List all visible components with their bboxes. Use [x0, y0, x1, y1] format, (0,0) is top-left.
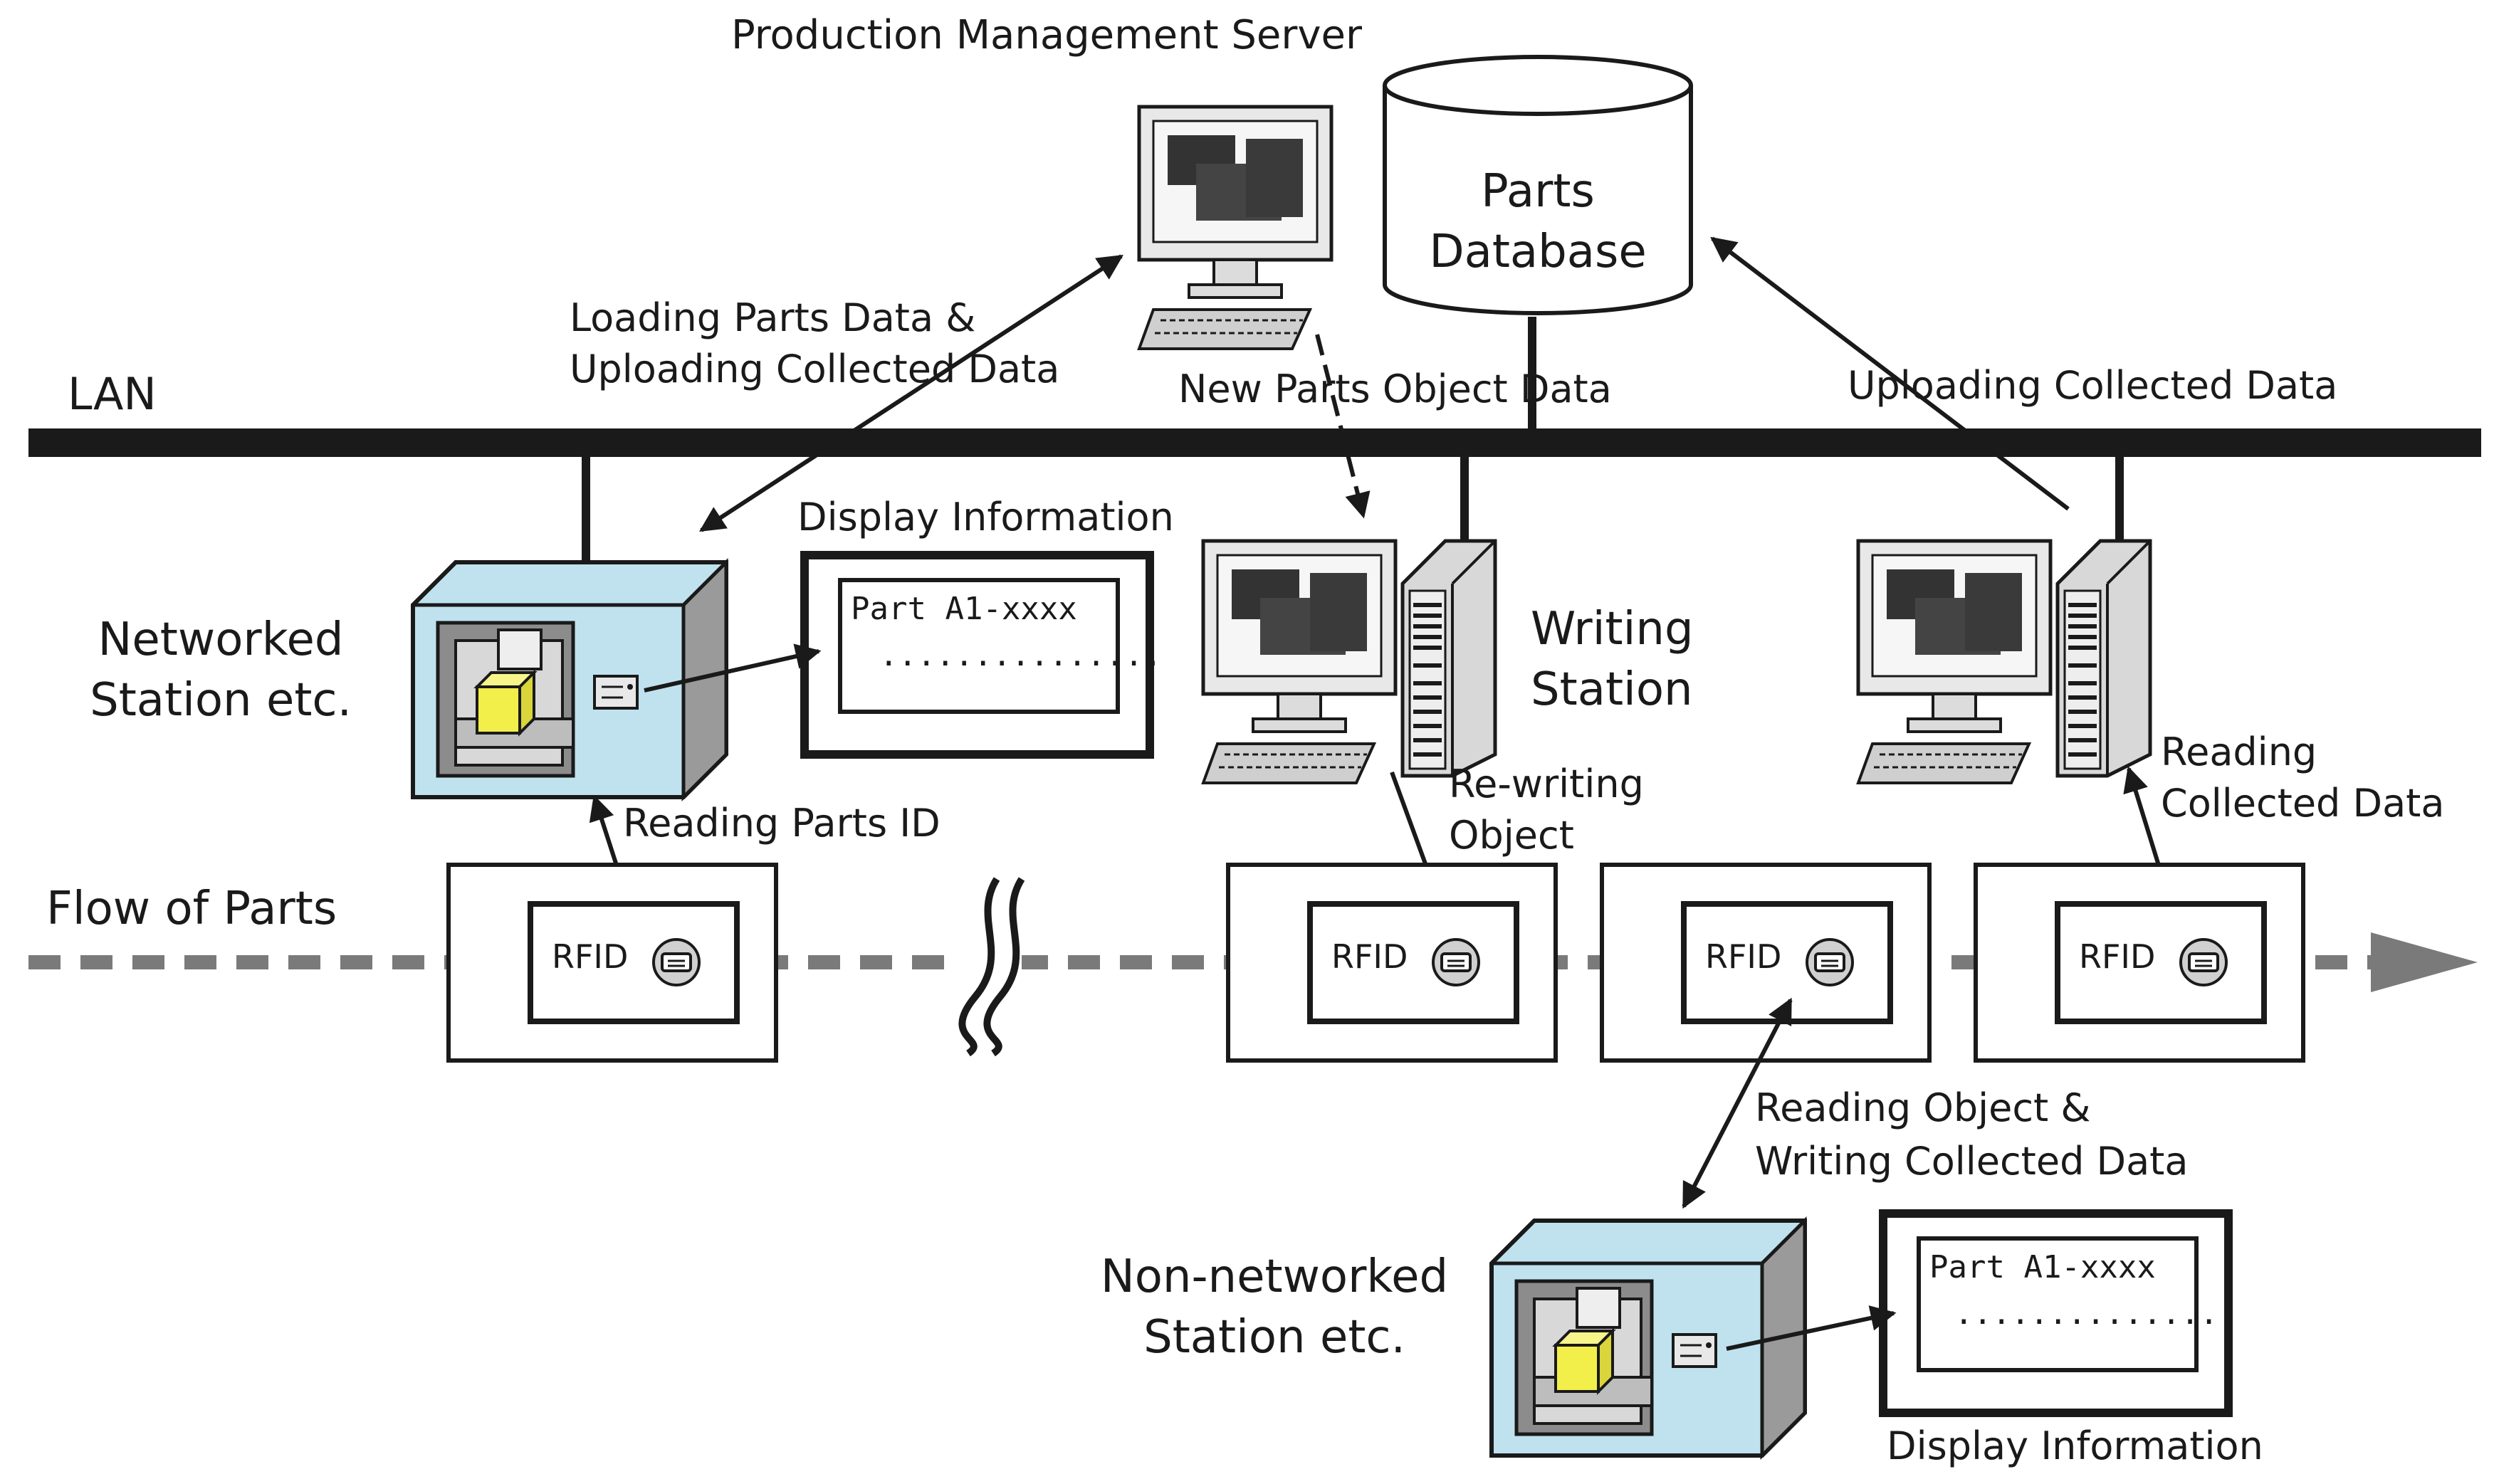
load-upload-arrow	[698, 254, 1124, 532]
reading-parts-id-label: Reading Parts ID	[623, 801, 941, 846]
db-label-line2: Database	[1429, 226, 1646, 278]
uploading-arrow	[1710, 236, 2070, 511]
writing-station-tower	[1403, 541, 1495, 776]
nonnet-display-line1: Part A1-xxxx	[1929, 1249, 2156, 1285]
rfid-tag-icon	[652, 938, 701, 986]
rewrite-label-line1: Re-writing	[1449, 762, 1644, 806]
networked-display: Part A1-xxxx ...............	[800, 551, 1162, 759]
flow-of-parts-label: Flow of Parts	[46, 883, 337, 935]
uploading-label: Uploading Collected Data	[1848, 363, 2337, 408]
networked-display-line2: ...............	[879, 637, 1162, 673]
nonnet-label-line1: Non-networked	[1101, 1251, 1448, 1303]
nonnet-label-line2: Station etc.	[1143, 1311, 1405, 1364]
server-computer-icon	[1139, 107, 1331, 349]
nonnet-arrow	[1682, 997, 1793, 1209]
part-box-3: RFID	[1600, 863, 1932, 1063]
nonnet-station-machine	[1492, 1221, 1805, 1456]
flow-break-symbol	[958, 875, 1025, 1057]
reading-station-computer	[1858, 541, 2050, 783]
reading-collected-label-line2: Collected Data	[2161, 781, 2444, 826]
parts-database: Parts Database	[1383, 55, 1693, 315]
networked-label-line2: Station etc.	[90, 674, 352, 727]
nonnet-display-arrow	[1726, 1305, 1897, 1351]
nonnet-display-line2: ...............	[1954, 1295, 2237, 1332]
networked-display-title: Display Information	[797, 495, 1174, 540]
nonnet-display: Part A1-xxxx ...............	[1879, 1209, 2237, 1417]
rewrite-label-line2: Object	[1449, 813, 1574, 858]
writing-label-line1: Writing	[1531, 603, 1694, 656]
load-upload-label-line1: Loading Parts Data &	[570, 295, 975, 340]
writing-station-computer	[1203, 541, 1395, 783]
new-parts-label: New Parts Object Data	[1178, 367, 1612, 411]
writing-label-line2: Station	[1531, 663, 1693, 716]
networked-display-arrow	[644, 643, 822, 693]
rfid-label: RFID	[2079, 937, 2155, 976]
reading-station-tower	[2058, 541, 2150, 776]
rfid-label: RFID	[1331, 937, 1408, 976]
rfid-label: RFID	[552, 937, 628, 976]
rfid-tag-icon	[1432, 938, 1480, 986]
server-title: Production Management Server	[731, 12, 1363, 58]
networked-label-line1: Networked	[98, 614, 344, 666]
nonnet-arrow-label-line1: Reading Object &	[1755, 1085, 2091, 1130]
nonnet-display-title: Display Information	[1887, 1424, 2263, 1468]
networked-display-line1: Part A1-xxxx	[851, 591, 1077, 627]
part-box-1: RFID	[446, 863, 778, 1063]
lan-label: LAN	[68, 368, 157, 420]
nonnet-arrow-label-line2: Writing Collected Data	[1755, 1139, 2188, 1184]
part-box-4: RFID	[1974, 863, 2305, 1063]
db-label-line1: Parts	[1481, 165, 1595, 218]
networked-station-machine	[413, 562, 726, 797]
part-box-2: RFID	[1226, 863, 1558, 1063]
rfid-label: RFID	[1705, 937, 1781, 976]
reading-collected-label-line1: Reading	[2161, 730, 2317, 774]
load-upload-label-line2: Uploading Collected Data	[570, 347, 1059, 391]
flow-arrowhead	[2371, 932, 2478, 992]
rfid-tag-icon	[1806, 938, 1854, 986]
new-parts-arrow	[1315, 334, 1371, 519]
rfid-tag-icon	[2179, 938, 2228, 986]
